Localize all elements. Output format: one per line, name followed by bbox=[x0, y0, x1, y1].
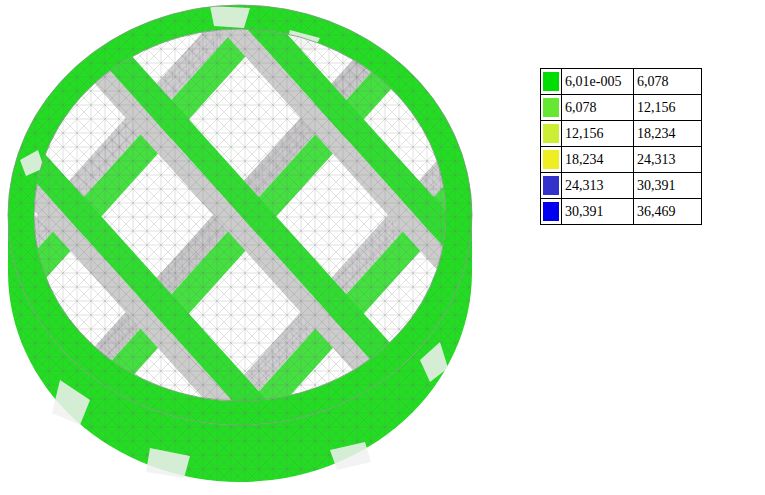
range-high: 18,234 bbox=[637, 126, 676, 141]
lattice bbox=[0, 0, 480, 495]
range-high-cell: 6,078 bbox=[634, 69, 702, 95]
color-swatch bbox=[543, 202, 559, 221]
range-high: 30,391 bbox=[637, 178, 676, 193]
range-low-cell: 6,01e-005 bbox=[562, 69, 634, 95]
range-low-cell: 30,391 bbox=[562, 199, 634, 225]
range-high-cell: 24,313 bbox=[634, 147, 702, 173]
legend-row: 30,391 36,469 bbox=[541, 199, 702, 225]
swatch-cell bbox=[541, 147, 562, 173]
range-high: 12,156 bbox=[637, 100, 676, 115]
range-high-cell: 30,391 bbox=[634, 173, 702, 199]
swatch-cell bbox=[541, 69, 562, 95]
swatch-cell bbox=[541, 95, 562, 121]
legend-table: 6,01e-0056,0786,07812,15612,15618,23418,… bbox=[540, 68, 702, 225]
color-swatch bbox=[543, 124, 559, 143]
range-high: 6,078 bbox=[637, 74, 669, 89]
range-low-cell: 18,234 bbox=[562, 147, 634, 173]
range-high-cell: 36,469 bbox=[634, 199, 702, 225]
legend-row: 6,078 12,156 bbox=[541, 95, 702, 121]
rim-edge bbox=[34, 29, 446, 401]
range-low-cell: 6,078 bbox=[562, 95, 634, 121]
swatch-cell bbox=[541, 121, 562, 147]
color-swatch bbox=[543, 150, 559, 169]
range-low: 12,156 bbox=[565, 126, 604, 141]
range-high: 36,469 bbox=[637, 204, 676, 219]
range-low: 24,313 bbox=[565, 178, 604, 193]
color-swatch bbox=[543, 98, 559, 117]
range-low: 6,078 bbox=[565, 100, 597, 115]
fea-lattice-cage bbox=[0, 0, 480, 495]
range-low-cell: 12,156 bbox=[562, 121, 634, 147]
legend-row: 6,01e-005 6,078 bbox=[541, 69, 702, 95]
range-low: 6,01e-005 bbox=[565, 74, 621, 89]
swatch-cell bbox=[541, 199, 562, 225]
legend-row: 24,313 30,391 bbox=[541, 173, 702, 199]
color-swatch bbox=[543, 176, 559, 195]
color-swatch bbox=[543, 72, 559, 91]
outer-edge bbox=[8, 5, 472, 425]
range-high-cell: 12,156 bbox=[634, 95, 702, 121]
range-high-cell: 18,234 bbox=[634, 121, 702, 147]
legend-row: 18,234 24,313 bbox=[541, 147, 702, 173]
swatch-cell bbox=[541, 173, 562, 199]
range-low-cell: 24,313 bbox=[562, 173, 634, 199]
range-high: 24,313 bbox=[637, 152, 676, 167]
range-low: 30,391 bbox=[565, 204, 604, 219]
legend-row: 12,156 18,234 bbox=[541, 121, 702, 147]
range-low: 18,234 bbox=[565, 152, 604, 167]
